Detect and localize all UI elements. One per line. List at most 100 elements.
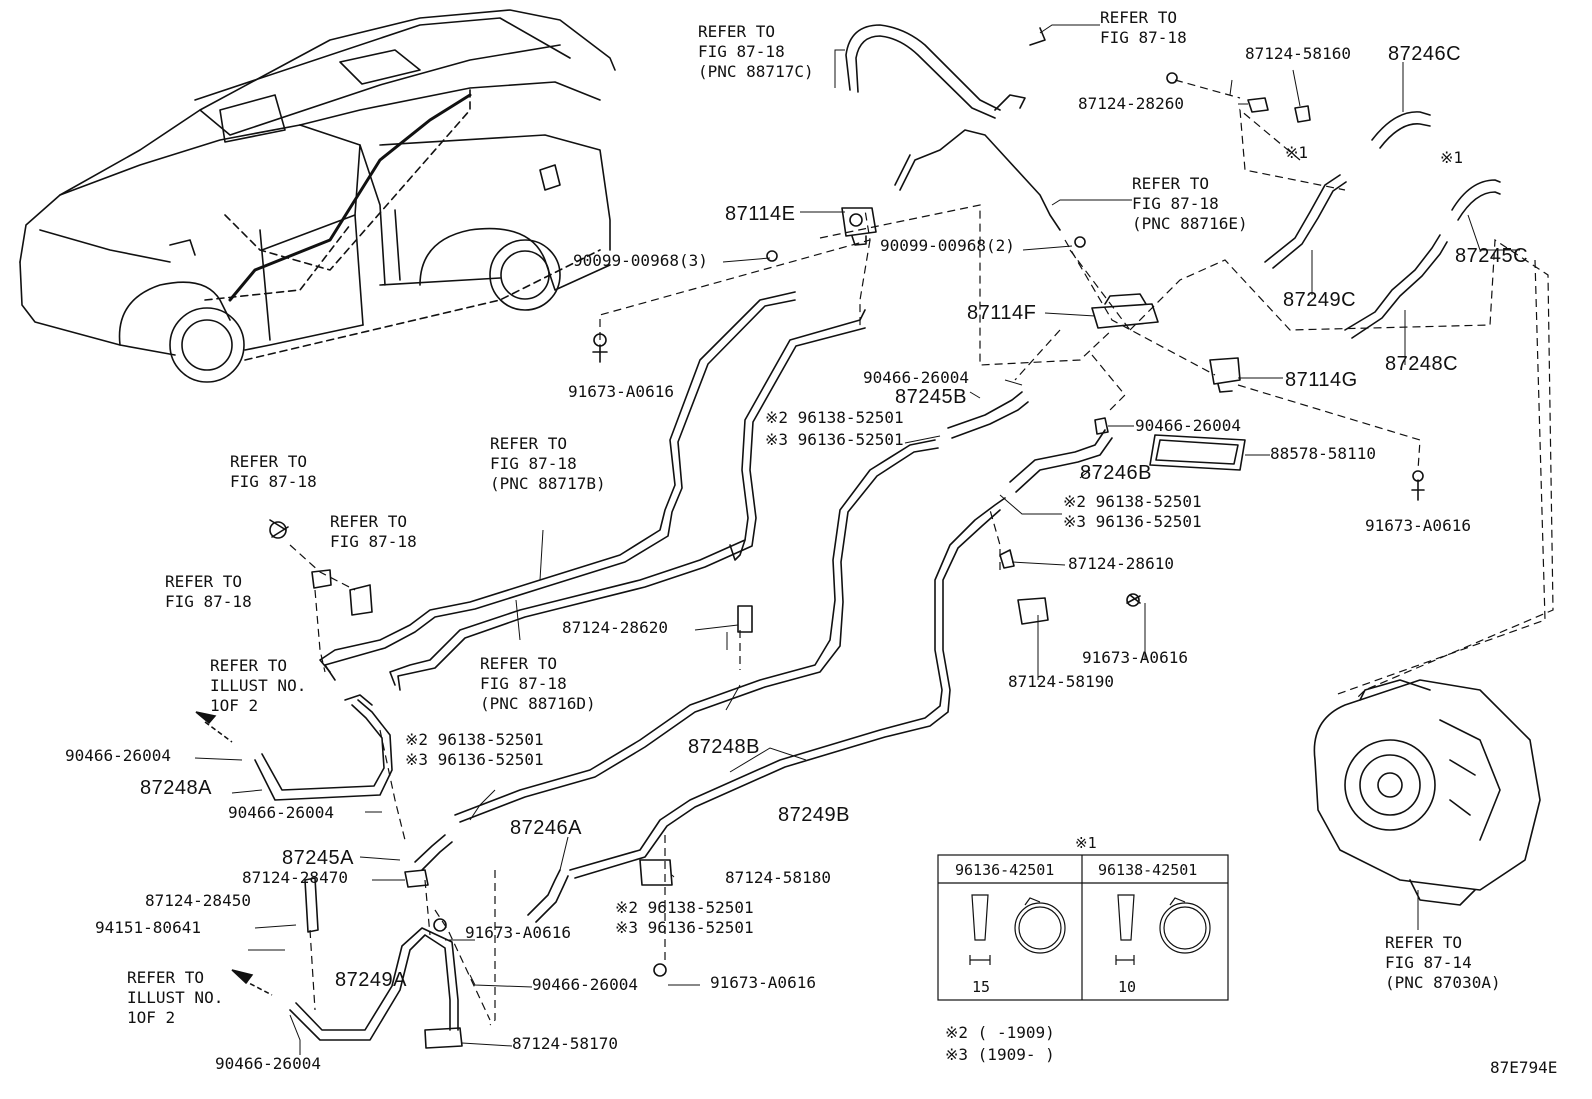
label-87249C: 87249C: [1283, 289, 1357, 311]
hose-upper-88717C: [845, 24, 1046, 119]
label-96136-52501-d: ※3 96136-52501: [615, 918, 754, 937]
label-91673-A0616-e: 91673-A0616: [710, 973, 816, 992]
clamp-table-dim-a: 15: [972, 978, 991, 996]
label-87114E: 87114E: [725, 203, 796, 225]
hose-87245C: [1451, 179, 1501, 221]
clamp-table-dim-b: 10: [1118, 978, 1137, 996]
label-87124-28470: 87124-28470: [242, 868, 348, 887]
label-91673-A0616-a: 91673-A0616: [568, 382, 674, 401]
label-87114F: 87114F: [967, 302, 1037, 324]
ref-fig-87-18-a: REFER TO FIG 87-18: [230, 452, 317, 491]
ref-88716D: REFER TO FIG 87-18 (PNC 88716D): [480, 654, 596, 713]
label-96136-52501-a: ※3 96136-52501: [765, 430, 904, 449]
leader-lines: [194, 24, 1520, 1055]
label-87124-28620: 87124-28620: [562, 618, 668, 637]
clamp-table-header: ※1: [1075, 834, 1097, 852]
pipe-88716D: [389, 309, 866, 691]
note-2: ※2 ( -1909): [945, 1023, 1055, 1042]
valve-87114G: [1209, 357, 1241, 393]
bolts: [269, 72, 1425, 977]
label-96138-52501-d: ※2 96138-52501: [615, 898, 754, 917]
hose-87248A: [254, 694, 393, 801]
label-87245B: 87245B: [895, 386, 967, 408]
clamp-ring-icon-b: [1159, 902, 1211, 954]
label-90099-00968-2: 90099-00968(2): [880, 236, 1015, 255]
note-marker-1: ※1: [1285, 143, 1309, 162]
label-90466-26004-e: 90466-26004: [532, 975, 638, 994]
label-87114G: 87114G: [1285, 369, 1358, 391]
label-87249A: 87249A: [335, 969, 407, 991]
clamp-legend-table: [937, 854, 1229, 1001]
clamp-table-col-b: 96138-42501: [1098, 861, 1198, 879]
hose-87246B: [1009, 429, 1113, 493]
ref-illust-1of2-a: REFER TO ILLUST NO. 1OF 2: [210, 656, 307, 715]
hose-87246A: [527, 869, 569, 923]
ref-illust-1of2-b: REFER TO ILLUST NO. 1OF 2: [127, 968, 224, 1027]
label-94151-80641: 94151-80641: [95, 918, 201, 937]
clamp-ring-icon-a: [1014, 902, 1066, 954]
label-87248A: 87248A: [140, 777, 212, 799]
hose-87245A: [414, 834, 453, 871]
ref-fig-87-18-c: REFER TO FIG 87-18: [165, 572, 252, 611]
label-91673-A0616-b: 91673-A0616: [1365, 516, 1471, 535]
label-90466-26004-b: 90466-26004: [1135, 416, 1241, 435]
label-87246C: 87246C: [1388, 43, 1462, 65]
ref-fig-87-18-top: REFER TO FIG 87-18: [1100, 8, 1187, 47]
label-96138-52501-c: ※2 96138-52501: [405, 730, 544, 749]
arrow-left-up-icon: [195, 711, 217, 725]
label-87124-58160: 87124-58160: [1245, 44, 1351, 63]
dashed-connection-lines: [289, 79, 1554, 1026]
label-87124-58190: 87124-58190: [1008, 672, 1114, 691]
label-96136-52501-b: ※3 96136-52501: [1063, 512, 1202, 531]
figure-code: 87E794E: [1490, 1058, 1558, 1077]
hvac-unit: [1313, 679, 1541, 906]
clamp-table-col-a: 96136-42501: [955, 861, 1055, 879]
vehicle-pipe-routing: [228, 93, 472, 302]
ref-88717B: REFER TO FIG 87-18 (PNC 88717B): [490, 434, 606, 493]
pipe-87249B: [569, 497, 1006, 879]
ref-88716E: REFER TO FIG 87-18 (PNC 88716E): [1132, 174, 1248, 233]
label-87245C: 87245C: [1455, 245, 1529, 267]
vehicle-illustration: [19, 9, 616, 383]
label-87249B: 87249B: [778, 804, 850, 826]
label-96136-52501-c: ※3 96136-52501: [405, 750, 544, 769]
label-96138-52501-a: ※2 96138-52501: [765, 408, 904, 427]
clamp-side-icon-b: [1117, 894, 1135, 941]
direction-arrows: [195, 711, 273, 996]
label-87245A: 87245A: [282, 847, 354, 869]
label-87124-28450: 87124-28450: [145, 891, 251, 910]
label-87246A: 87246A: [510, 817, 582, 839]
note-3: ※3 (1909- ): [945, 1045, 1055, 1064]
hose-87249C: [1264, 174, 1347, 269]
label-90099-00968-3: 90099-00968(3): [573, 251, 708, 270]
label-87124-28610: 87124-28610: [1068, 554, 1174, 573]
label-90466-26004-a: 90466-26004: [863, 368, 969, 387]
arrow-left-up-icon: [231, 969, 254, 985]
pipe-88717B: [319, 291, 796, 681]
note-marker-1b: ※1: [1440, 148, 1464, 167]
label-87124-28260: 87124-28260: [1078, 94, 1184, 113]
pipe-88716E: [894, 129, 1061, 231]
clamp-side-icon-a: [971, 894, 989, 941]
clamp-small-parts: [304, 97, 1311, 1049]
ref-fig-87-18-b: REFER TO FIG 87-18: [330, 512, 417, 551]
label-90466-26004-c: 90466-26004: [65, 746, 171, 765]
hose-87248C: [1344, 234, 1448, 339]
label-91673-A0616-d: 91673-A0616: [465, 923, 571, 942]
label-87248C: 87248C: [1385, 353, 1459, 375]
label-96138-52501-b: ※2 96138-52501: [1063, 492, 1202, 511]
pipe-87248B: [454, 439, 939, 823]
label-91673-A0616-c: 91673-A0616: [1082, 648, 1188, 667]
vehicle-routing-dashes: [204, 84, 601, 361]
hose-87245B: [947, 391, 1029, 439]
label-88578-58110: 88578-58110: [1270, 444, 1376, 463]
label-90466-26004-f: 90466-26004: [215, 1054, 321, 1073]
ref-88717C: REFER TO FIG 87-18 (PNC 88717C): [698, 22, 814, 81]
valve-87114E: [841, 207, 877, 246]
label-87248B: 87248B: [688, 736, 760, 758]
hose-87246C: [1371, 111, 1431, 149]
label-87124-58180: 87124-58180: [725, 868, 831, 887]
label-90466-26004-d: 90466-26004: [228, 803, 334, 822]
